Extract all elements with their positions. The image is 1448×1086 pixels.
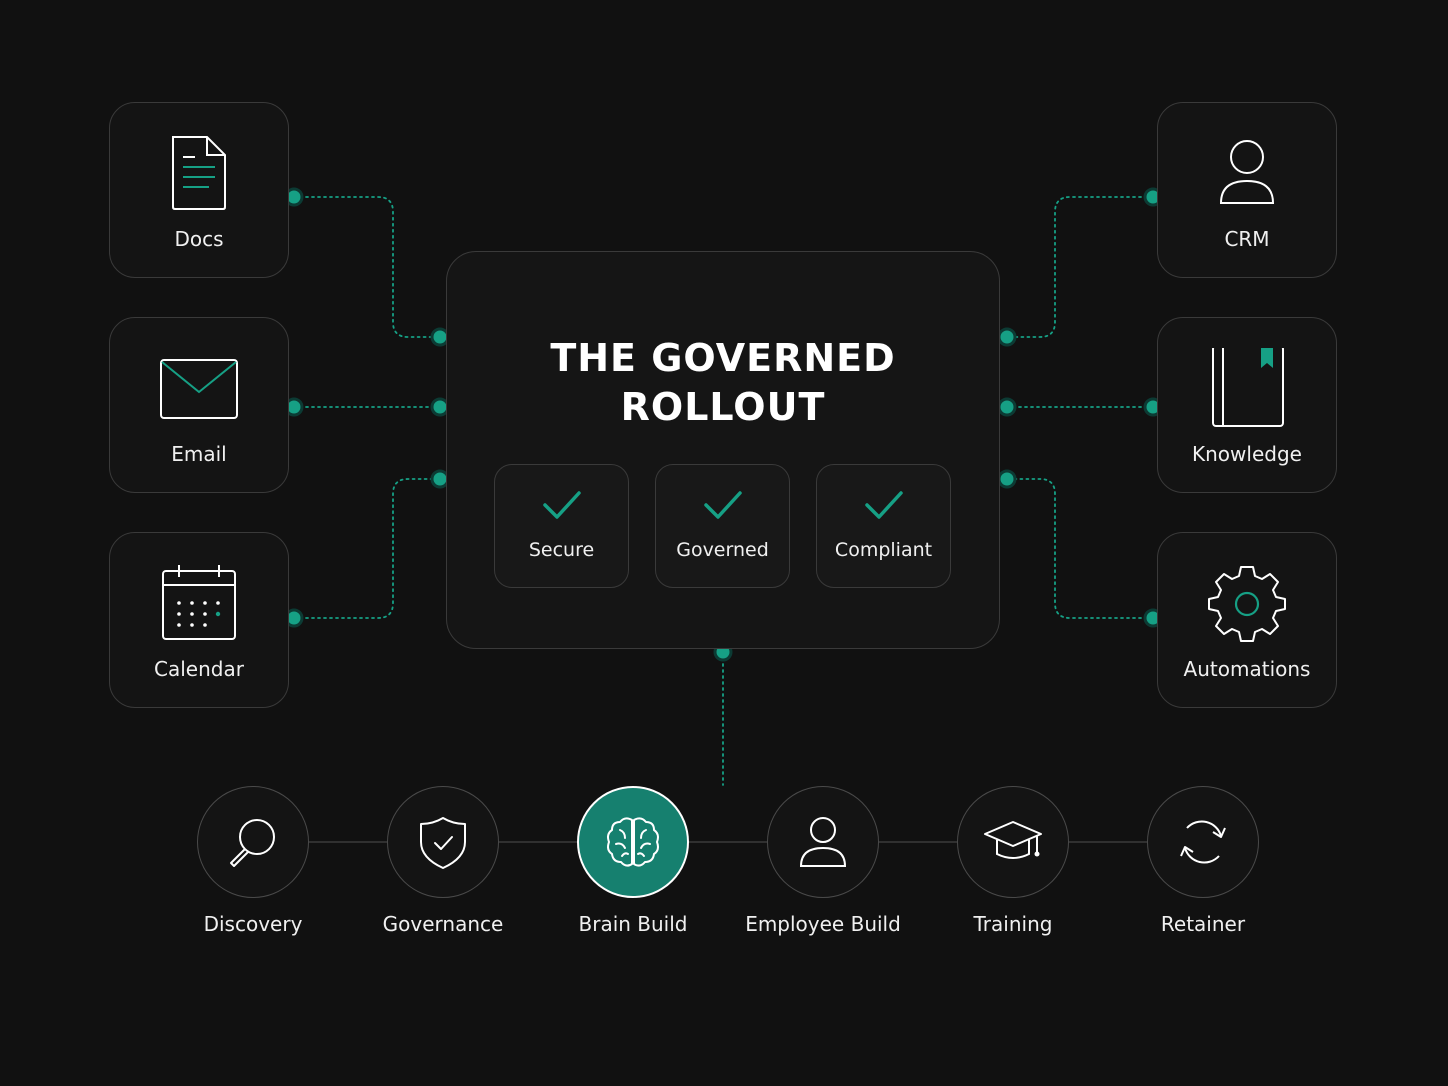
badge-label: Governed xyxy=(676,539,769,561)
step-label-training: Training xyxy=(973,912,1053,936)
step-retainer xyxy=(1147,786,1259,898)
step-label-discovery: Discovery xyxy=(203,912,303,936)
graduation-cap-icon xyxy=(984,821,1042,859)
refresh-icon xyxy=(1180,820,1226,864)
card-label: Calendar xyxy=(154,657,244,681)
user-icon xyxy=(1219,140,1275,204)
badge-compliant: Compliant xyxy=(816,464,951,588)
badge-governed: Governed xyxy=(655,464,790,588)
user-icon xyxy=(799,817,847,867)
connector-crm xyxy=(1006,196,1154,338)
port-dot xyxy=(997,327,1017,347)
step-employee-build xyxy=(767,786,879,898)
card-knowledge: Knowledge xyxy=(1157,317,1337,493)
card-email: Email xyxy=(109,317,289,493)
connector-docs xyxy=(293,196,441,338)
step-label-employee-build: Employee Build xyxy=(745,912,901,936)
governed-rollout-hub: THE GOVERNED ROLLOUT Secure Governed Com… xyxy=(446,251,1000,649)
gear-icon xyxy=(1208,566,1286,642)
hub-title: THE GOVERNED ROLLOUT xyxy=(447,334,999,432)
card-label: Automations xyxy=(1183,657,1311,681)
card-calendar: Calendar xyxy=(109,532,289,708)
step-training xyxy=(957,786,1069,898)
card-label: Email xyxy=(171,442,227,466)
port-dot xyxy=(997,469,1017,489)
card-label: CRM xyxy=(1224,227,1270,251)
envelope-icon xyxy=(160,359,238,419)
card-label: Docs xyxy=(174,227,224,251)
document-icon xyxy=(172,136,226,210)
badge-label: Compliant xyxy=(834,539,933,561)
step-discovery xyxy=(197,786,309,898)
shield-icon xyxy=(420,817,466,869)
connector-calendar xyxy=(293,478,441,619)
check-icon xyxy=(542,491,581,519)
card-label: Knowledge xyxy=(1192,442,1302,466)
step-label-retainer: Retainer xyxy=(1160,912,1246,936)
magnifier-icon xyxy=(230,819,275,867)
badge-secure: Secure xyxy=(494,464,629,588)
connector-automations xyxy=(1006,478,1154,619)
step-governance xyxy=(387,786,499,898)
book-icon xyxy=(1212,348,1284,427)
calendar-icon xyxy=(162,565,236,640)
hub-title-line-2: ROLLOUT xyxy=(620,385,826,429)
badge-label: Secure xyxy=(528,539,595,561)
card-docs: Docs xyxy=(109,102,289,278)
brain-icon xyxy=(607,817,659,867)
card-automations: Automations xyxy=(1157,532,1337,708)
card-crm: CRM xyxy=(1157,102,1337,278)
check-icon xyxy=(864,491,903,519)
step-label-brain-build: Brain Build xyxy=(578,912,688,936)
port-dot xyxy=(997,397,1017,417)
check-icon xyxy=(703,491,742,519)
hub-title-line-1: THE GOVERNED xyxy=(550,336,896,380)
step-label-governance: Governance xyxy=(382,912,504,936)
step-brain-build xyxy=(577,786,689,898)
